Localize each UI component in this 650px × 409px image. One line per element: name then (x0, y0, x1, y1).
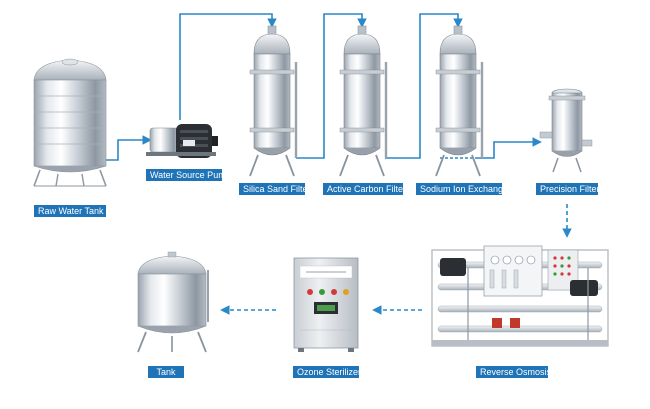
ro-skid-icon (431, 245, 609, 347)
flow-pump-to-sand-filter (179, 13, 277, 120)
control-cabinet-icon (293, 257, 359, 352)
storage-tank-icon (137, 251, 209, 353)
filter-vessel-icon (249, 25, 298, 177)
flow-sand-to-carbon (296, 13, 367, 159)
flow-ion-to-precision (478, 137, 542, 159)
pump-icon (146, 124, 218, 158)
flow-carbon-to-ion (385, 13, 463, 159)
label-precision-filter: Precision Filter (536, 183, 600, 195)
label-silica-sand-filter: Silica Sand Filter (239, 183, 311, 195)
flow-lines (105, 13, 572, 315)
label-ozone-sterilizer: Ozone Sterilizer (293, 366, 361, 378)
label-reverse-osmosis: Reverse Osmosis (476, 366, 551, 378)
cartridge-filter-icon (539, 88, 593, 173)
flow-raw-tank-to-pump (105, 135, 152, 161)
label-tank: Tank (148, 366, 184, 378)
filter-vessel-icon (435, 25, 484, 177)
label-raw-water-tank: Raw Water Tank (34, 205, 106, 217)
filter-vessel-icon (339, 25, 388, 177)
label-water-source-pump: Water Source Pump (146, 169, 231, 181)
label-active-carbon-filter: Active Carbon Filter (323, 183, 406, 195)
label-sodium-ion-exchanger: Sodium Ion Exchanger (416, 183, 511, 195)
storage-tank-icon (33, 58, 107, 187)
